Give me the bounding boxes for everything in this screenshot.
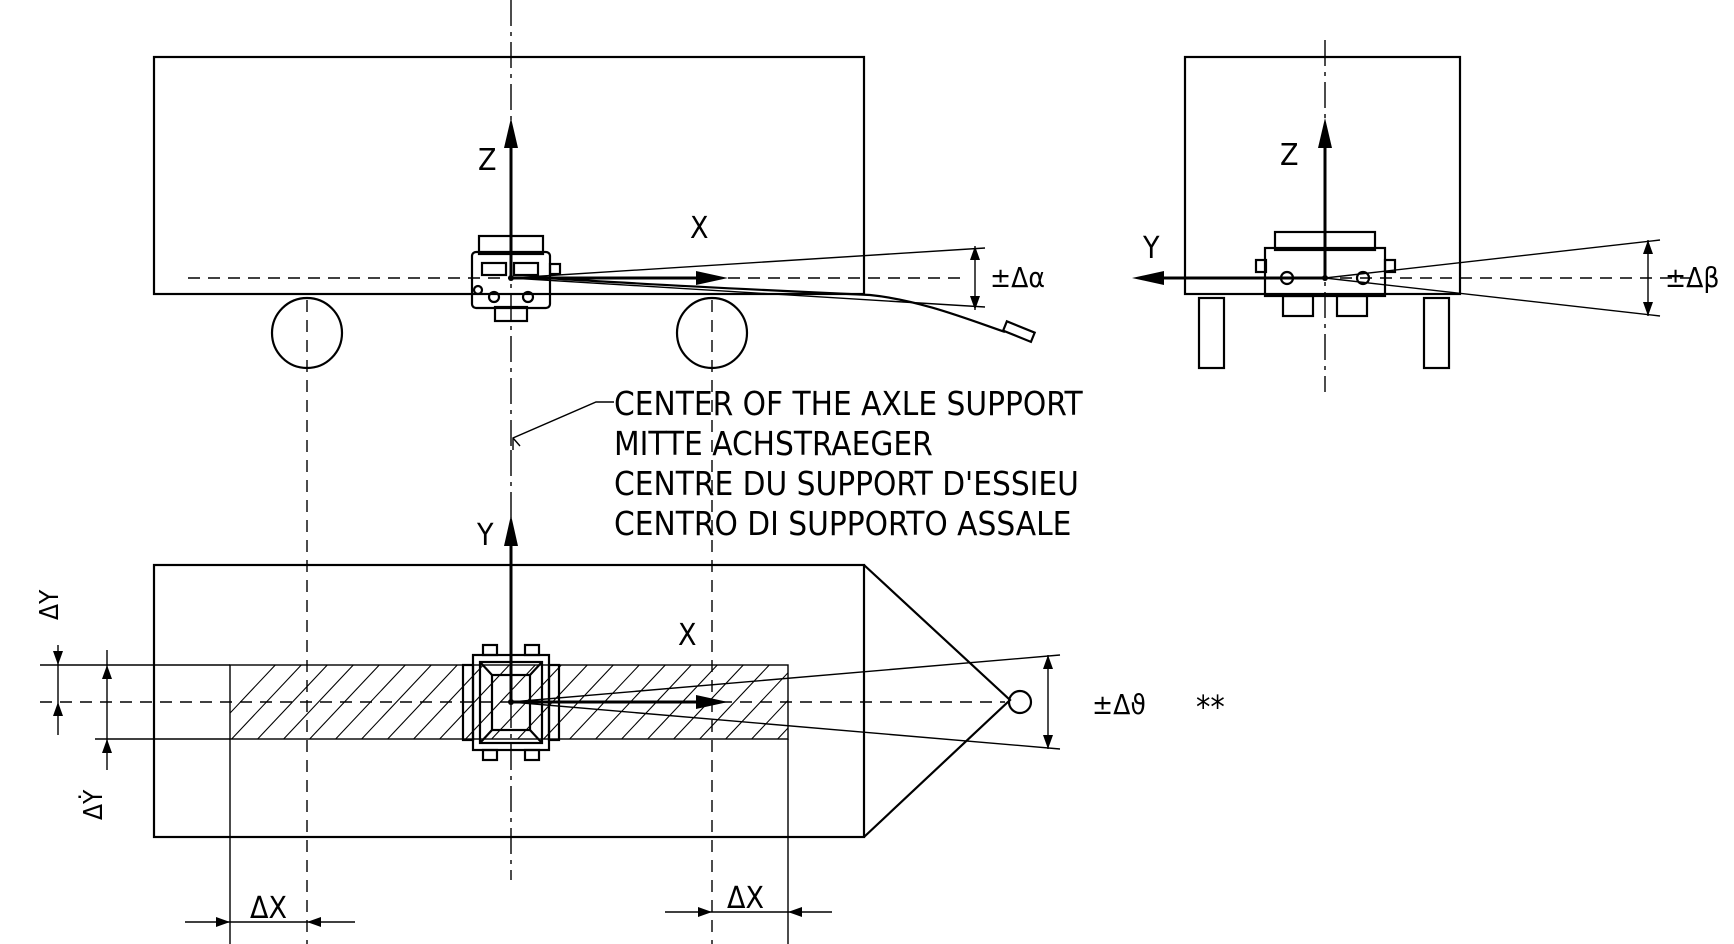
side-view: Z X ±Δα [152, 0, 1045, 450]
side-view-angle-label: ±Δα [990, 261, 1045, 294]
hatch-line [386, 665, 459, 739]
delta-x-left-label: ΔX [250, 891, 287, 926]
callout: CENTER OF THE AXLE SUPPORT MITTE ACHSTRA… [512, 384, 1083, 543]
hatch-line [334, 665, 407, 739]
end-view-z-arrowhead [1318, 118, 1332, 148]
delta-y-label: ΔY [35, 589, 65, 620]
top-view: Y X ±Δϑ ** ΔY ΔẎ ΔX ΔX [35, 300, 1225, 944]
hatch-line [230, 665, 277, 714]
top-view-angle-line-upper [510, 654, 1061, 703]
hatch-line [282, 665, 355, 739]
top-view-angle-label: ±Δϑ [1092, 688, 1146, 721]
callout-line-4: CENTRO DI SUPPORTO ASSALE [614, 504, 1071, 543]
side-view-angle-line-upper [510, 247, 986, 279]
end-view-vehicle-body [1183, 55, 1462, 296]
hatch-line [360, 665, 433, 739]
top-view-x-arrowhead [696, 695, 728, 709]
end-view-right-wheel [1422, 296, 1451, 370]
top-view-hitch-eye [1007, 689, 1033, 715]
delta-x-right-label: ΔX [727, 881, 764, 916]
hatch-line [412, 665, 485, 739]
side-view-z-label: Z [478, 143, 497, 178]
side-view-x-arrowhead [696, 271, 728, 285]
hatch-line [230, 665, 303, 739]
callout-line-2: MITTE ACHSTRAEGER [614, 424, 933, 463]
hatch-line [698, 665, 771, 739]
end-view-z-label: Z [1280, 138, 1299, 173]
top-view-drawbar [863, 564, 1012, 838]
top-view-angle-line-lower [510, 701, 1061, 750]
callout-leader-line [512, 401, 614, 450]
top-view-x-label: X [678, 618, 697, 653]
side-view-cable [544, 276, 1006, 334]
hatch-line [308, 665, 381, 739]
side-view-x-label: X [690, 211, 709, 246]
hatch-line [724, 671, 788, 739]
end-view-angle-line-lower [1324, 277, 1661, 317]
hatch-line [256, 665, 329, 739]
side-view-angle-line-lower [510, 277, 986, 308]
end-view: Z Y ±Δβ [1132, 40, 1719, 392]
top-view-y-arrowhead [504, 515, 518, 546]
top-view-note-marker: ** [1196, 688, 1225, 726]
top-view-y-label: Y [476, 518, 494, 553]
end-view-left-wheel [1197, 296, 1226, 370]
end-view-angle-label: ±Δβ [1665, 261, 1719, 294]
end-view-angle-line-upper [1324, 239, 1661, 279]
delta-y-dot-label: ΔẎ [77, 789, 109, 820]
top-view-vehicle-body [152, 563, 866, 839]
hatch-line [776, 727, 788, 739]
callout-line-3: CENTRE DU SUPPORT D'ESSIEU [614, 464, 1079, 503]
end-view-y-label: Y [1142, 231, 1160, 266]
callout-line-1: CENTER OF THE AXLE SUPPORT [614, 384, 1083, 423]
hatch-line [750, 699, 788, 739]
end-view-y-arrowhead [1132, 271, 1164, 285]
side-view-vehicle-body [152, 55, 866, 296]
side-view-z-arrowhead [504, 118, 518, 148]
side-view-cable-connector [1001, 319, 1037, 344]
